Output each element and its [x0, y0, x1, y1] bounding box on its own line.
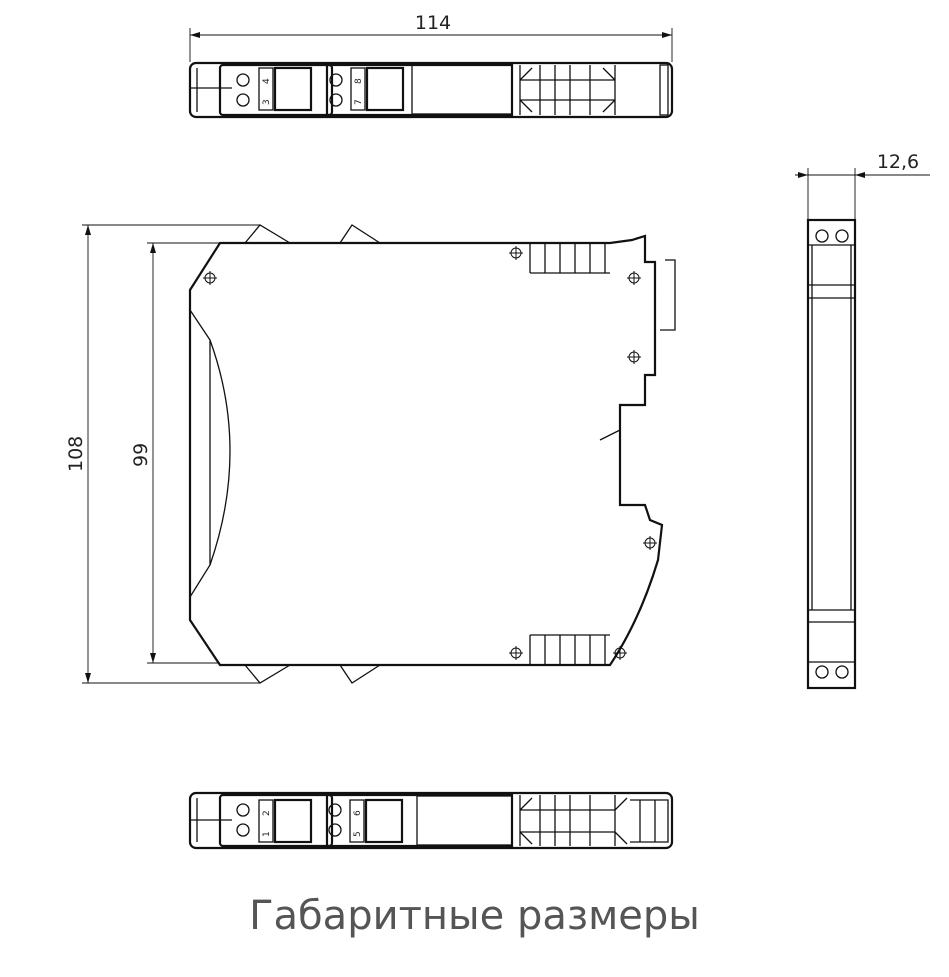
terminal-3: 3 [262, 99, 272, 105]
height-dimension-inner: 99 [130, 242, 220, 664]
top-view: 4 3 8 7 [188, 61, 674, 119]
height-outer-label: 108 [65, 436, 87, 472]
front-view [188, 224, 676, 684]
height-inner-label: 99 [130, 443, 152, 467]
terminal-2: 2 [262, 810, 272, 816]
terminal-7: 7 [354, 99, 364, 105]
terminal-6: 6 [353, 810, 363, 816]
height-dimension-outer: 108 [65, 224, 260, 684]
terminal-8: 8 [354, 78, 364, 84]
side-view: 12,6 [795, 151, 930, 690]
caption: Габаритные размеры [249, 893, 700, 939]
bottom-view: 2 1 6 5 [188, 791, 674, 850]
terminal-5: 5 [353, 831, 363, 837]
width-label: 114 [415, 12, 451, 34]
terminal-4: 4 [262, 78, 272, 84]
depth-label: 12,6 [877, 151, 919, 173]
width-dimension: 114 [189, 12, 673, 62]
terminal-1: 1 [262, 831, 272, 837]
